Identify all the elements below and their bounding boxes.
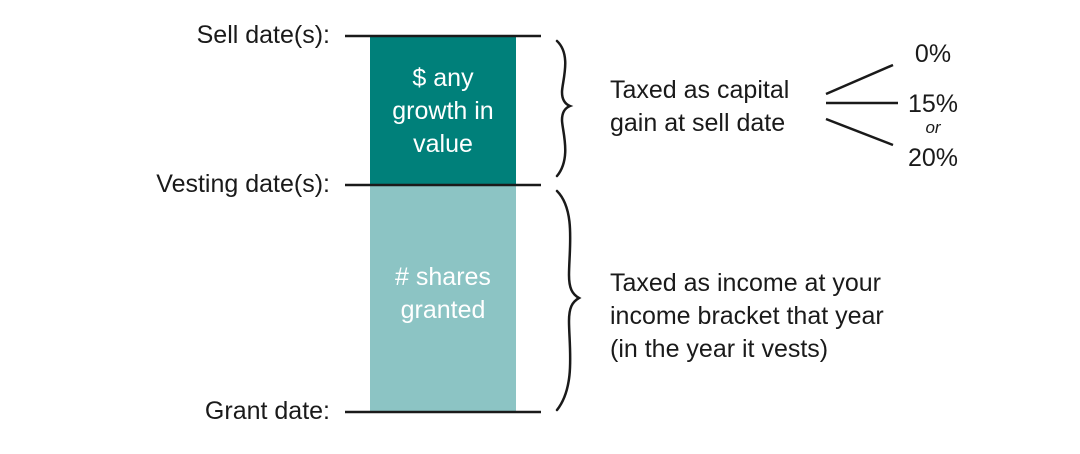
vesting-date-label: Vesting date(s): bbox=[156, 170, 330, 198]
income-line-3: (in the year it vests) bbox=[610, 335, 829, 363]
shares-block-text: # shares granted bbox=[370, 261, 516, 327]
growth-line-1: $ any bbox=[412, 64, 474, 92]
capital-gain-brace bbox=[555, 39, 574, 178]
growth-line-2: growth in bbox=[392, 97, 494, 125]
rate-low: 0% bbox=[914, 40, 952, 68]
rate-high: 20% bbox=[907, 144, 959, 172]
income-description: Taxed as income at your income bracket t… bbox=[610, 267, 884, 366]
growth-line-3: value bbox=[413, 130, 473, 158]
growth-block-text: $ any growth in value bbox=[370, 62, 516, 161]
income-brace bbox=[555, 189, 582, 412]
income-line-2: income bracket that year bbox=[610, 302, 884, 330]
shares-block bbox=[370, 185, 516, 412]
shares-line-1: # shares bbox=[395, 263, 491, 291]
capital-gain-line-1: Taxed as capital bbox=[610, 76, 790, 104]
rate-line-low bbox=[825, 63, 894, 96]
rate-line-high bbox=[825, 117, 894, 147]
rate-or: or bbox=[925, 118, 941, 137]
growth-block bbox=[370, 36, 516, 185]
capital-gain-line-2: gain at sell date bbox=[610, 109, 786, 137]
shares-line-2: granted bbox=[400, 296, 486, 324]
grant-date-label: Grant date: bbox=[204, 397, 330, 425]
income-line-1: Taxed as income at your bbox=[610, 269, 881, 297]
sell-date-label: Sell date(s): bbox=[196, 21, 330, 49]
rate-mid: 15% bbox=[907, 90, 959, 118]
capital-gain-description: Taxed as capital gain at sell date bbox=[610, 74, 789, 140]
